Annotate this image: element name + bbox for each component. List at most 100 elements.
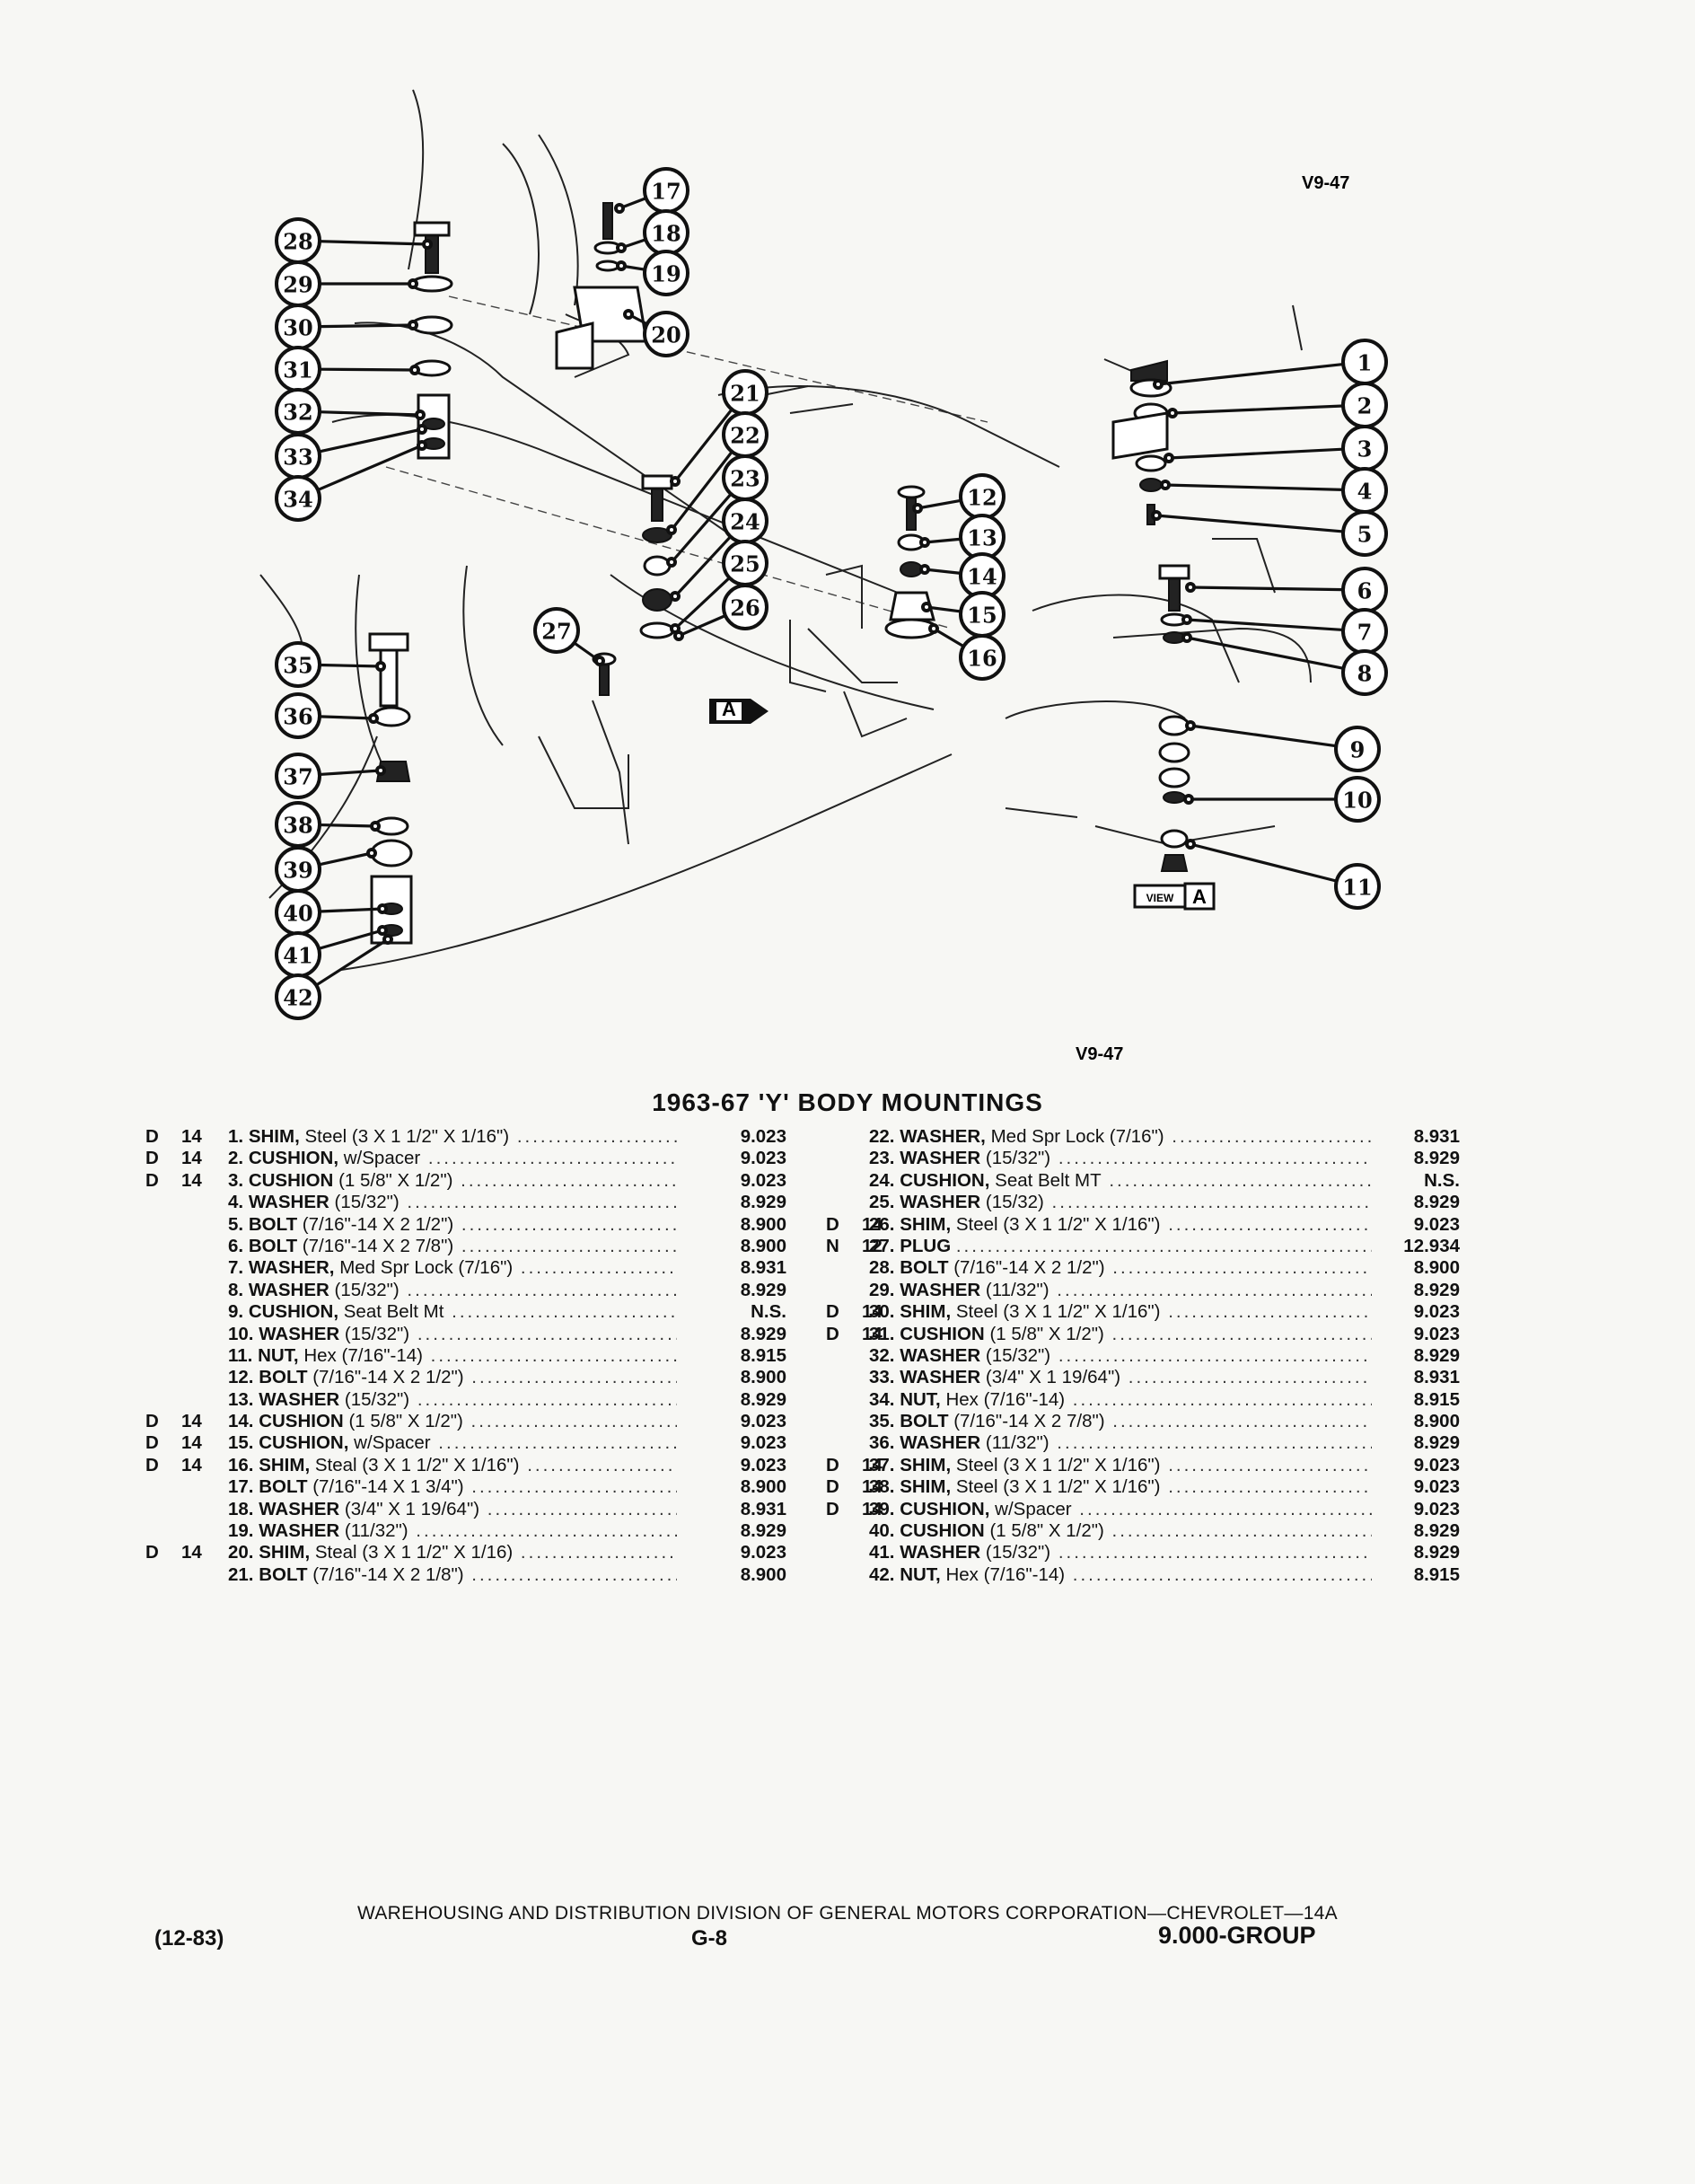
callout-42: 42 [275, 934, 393, 1020]
callout-leader [319, 823, 376, 828]
part-description: 41. WASHER (15/32") ....................… [869, 1542, 1372, 1563]
callout-arrowhead [408, 320, 418, 330]
dot-leader: ........................................… [461, 1235, 677, 1256]
part-description: 26. SHIM, Steel (3 X 1 1/2" X 1/16") ...… [869, 1214, 1372, 1236]
dot-leader: ........................................… [1111, 1520, 1372, 1542]
callout-arrowhead [1185, 720, 1196, 731]
callout-36: 36 [275, 692, 379, 739]
hardware-stack-right-lower [1158, 564, 1190, 872]
callout-32: 32 [275, 388, 426, 435]
part-detail: Med Spr Lock (7/16") [339, 1257, 514, 1279]
callout-leader [670, 493, 733, 564]
part-description: 15. CUSHION, w/Spacer ..................… [228, 1432, 677, 1454]
group-code: 14 [181, 1432, 202, 1454]
dot-leader: ........................................… [1168, 1301, 1372, 1323]
usage-code: D [826, 1213, 839, 1235]
callout-layer: 1234567891011121314151617181920212223242… [275, 167, 1388, 1020]
part-detail: Hex (7/16"-14) [945, 1563, 1066, 1585]
part-description: 22. WASHER, Med Spr Lock (7/16") .......… [869, 1126, 1372, 1148]
callout-number: 15 [967, 603, 997, 629]
part-detail: w/Spacer [343, 1148, 421, 1169]
callout-18: 18 [616, 209, 689, 256]
dot-leader: ........................................… [471, 1367, 677, 1388]
dot-leader: ........................................… [1111, 1323, 1372, 1344]
callout-arrowhead [377, 903, 388, 914]
callout-arrowhead [415, 410, 426, 420]
part-name: WASHER [900, 1542, 981, 1563]
part-name: CUSHION [900, 1520, 985, 1542]
hardware-stack-top-center [555, 202, 648, 370]
item-number: 40. [869, 1520, 895, 1542]
callout-number: 21 [730, 381, 760, 407]
dot-leader: ........................................… [430, 1344, 677, 1366]
item-number: 36. [869, 1432, 895, 1454]
usage-code: D [145, 1169, 159, 1191]
part-detail: (7/16"-14 X 2 1/2") [302, 1213, 454, 1235]
part-number: 8.900 [740, 1367, 786, 1388]
part-detail: Steel (3 X 1 1/2" X 1/16") [955, 1454, 1161, 1475]
callout-arrowhead [417, 440, 427, 451]
callout-arrowhead [616, 260, 627, 271]
part-name: BOLT [900, 1257, 949, 1279]
part-description: 39. CUSHION, w/Spacer ..................… [869, 1499, 1372, 1520]
callout-number: 33 [283, 445, 312, 471]
callout-arrowhead [368, 713, 379, 724]
callout-number: 35 [283, 653, 312, 679]
callout-arrowhead [366, 848, 377, 859]
callout-17: 17 [614, 167, 689, 214]
part-detail: Med Spr Lock (7/16") [990, 1126, 1164, 1147]
callout-number: 14 [967, 564, 997, 590]
parts-row: 34. NUT, Hex (7/16"-14) ................… [826, 1389, 1463, 1411]
part-description: 10. WASHER (15/32") ....................… [228, 1324, 677, 1345]
parts-row: 33. WASHER (3/4" X 1 19/64") ...........… [826, 1367, 1463, 1388]
part-detail: (11/32") [985, 1432, 1049, 1454]
item-number: 16. [228, 1454, 254, 1475]
part-description: 18. WASHER (3/4" X 1 19/64") ...........… [228, 1499, 677, 1520]
part-name: BOLT [259, 1563, 308, 1585]
group-code: 14 [862, 1323, 883, 1344]
callout-arrowhead [1181, 632, 1192, 643]
parts-row: 24. CUSHION, Seat Belt MT ..............… [826, 1170, 1463, 1192]
callout-leader [319, 240, 428, 246]
part-name: WASHER [900, 1432, 981, 1454]
item-number: 10. [228, 1323, 254, 1344]
callout-arrowhead [1153, 379, 1164, 390]
item-number: 8. [228, 1279, 244, 1300]
part-name: WASHER [259, 1388, 340, 1410]
callout-leader [1186, 636, 1344, 670]
part-number: 9.023 [1413, 1323, 1460, 1344]
footer-page-number: G-8 [691, 1926, 728, 1951]
dot-leader: ........................................… [461, 1213, 677, 1235]
callout-circle [275, 475, 321, 522]
part-name: NUT, [900, 1563, 941, 1585]
callout-circle [1341, 510, 1388, 557]
callout-arrowhead [1151, 510, 1162, 521]
part-description: 8. WASHER (15/32") .....................… [228, 1280, 677, 1301]
callout-circle [275, 753, 321, 799]
parts-row: 4. WASHER (15/32") .....................… [145, 1192, 792, 1213]
part-description: 21. BOLT (7/16"-14 X 2 1/8") ...........… [228, 1564, 677, 1586]
group-code: 14 [181, 1169, 202, 1191]
callout-number: 31 [283, 357, 312, 383]
dot-leader: ........................................… [1072, 1563, 1372, 1585]
callout-3: 3 [1164, 425, 1388, 471]
part-number: N.S. [751, 1301, 786, 1323]
callout-leader [1168, 447, 1344, 460]
part-number: 8.900 [1413, 1411, 1460, 1432]
parts-row: 28. BOLT (7/16"-14 X 2 1/2") ...........… [826, 1257, 1463, 1279]
page-title: 1963-67 'Y' BODY MOUNTINGS [652, 1088, 1043, 1116]
parts-row: 17. BOLT (7/16"-14 X 1 3/4") ...........… [145, 1476, 792, 1498]
item-number: 1. [228, 1126, 244, 1147]
callout-number: 37 [283, 764, 312, 790]
part-number: 9.023 [1413, 1301, 1460, 1323]
part-number: 8.915 [1413, 1563, 1460, 1585]
hardware-stack-left-lower [368, 632, 413, 945]
usage-code: D [145, 1411, 159, 1432]
part-description: 13. WASHER (15/32") ....................… [228, 1389, 677, 1411]
callout-16: 16 [928, 623, 1006, 681]
part-detail: (1 5/8" X 1/2") [338, 1169, 453, 1191]
